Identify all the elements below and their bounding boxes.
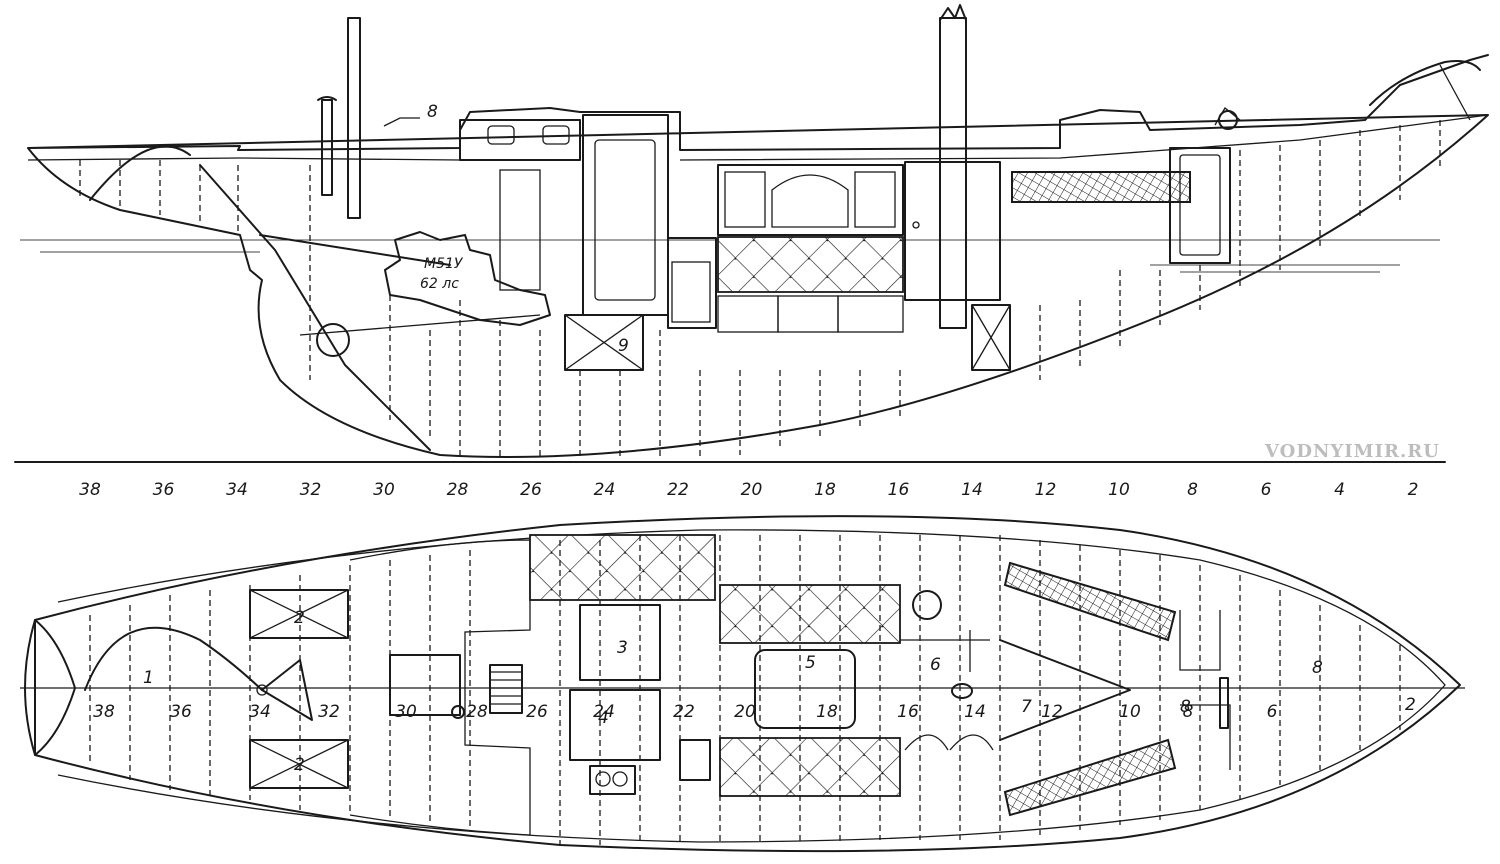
plan-frame-18: 18 (816, 702, 838, 722)
frame-number-10: 10 (1108, 480, 1130, 500)
plan-frame-10: 10 (1119, 702, 1141, 722)
frame-number-16: 16 (888, 480, 910, 500)
plan-frame-12: 12 (1041, 702, 1063, 722)
engine (384, 231, 551, 326)
label-8: 8 (427, 102, 438, 122)
plan-frame-32: 32 (318, 702, 340, 722)
plan-frame-20: 20 (734, 702, 756, 722)
frame-number-30: 30 (373, 480, 395, 500)
plan-label-8-far: 8 (1180, 697, 1191, 717)
label-9: 9 (618, 336, 629, 356)
frame-number-4: 4 (1334, 480, 1345, 500)
frame-number-28: 28 (447, 480, 469, 500)
plan-frame-28: 28 (466, 702, 488, 722)
frame-number-38: 38 (79, 480, 101, 500)
plan-label-7: 7 (1021, 697, 1032, 717)
plan-frame-36: 36 (170, 702, 192, 722)
plan-frame-24: 24 (593, 702, 615, 722)
plan-frame-14: 14 (964, 702, 986, 722)
plan-frame-16: 16 (897, 702, 919, 722)
engine-power-label: 62 лс (420, 276, 459, 292)
frame-number-6: 6 (1261, 480, 1272, 500)
frame-scale: 38 36 34 32 30 28 26 24 22 20 18 16 14 12 10 8 6 4 2 (14, 461, 1446, 500)
plan-label-4: 4 (598, 708, 609, 728)
side-profile: 8 9 М51У 62 лс (20, 4, 1489, 460)
plan-frame-8: 8 (1183, 702, 1194, 722)
plan-frame-38: 38 (93, 702, 115, 722)
mizzen-mast (347, 17, 361, 219)
plan-label-1: 1 (143, 668, 154, 688)
main-mast (939, 17, 967, 329)
plan-label-8-right: 8 (1312, 658, 1323, 678)
plan-view: 1 2 2 3 4 5 6 7 8 8 2 38 36 34 32 30 28 26 24 22… (20, 515, 1465, 853)
frame-number-34: 34 (226, 480, 248, 500)
plan-label-3: 3 (617, 638, 628, 658)
plan-label-6: 6 (930, 655, 941, 675)
engine-model-label: М51У (424, 256, 464, 272)
frame-number-24: 24 (594, 480, 616, 500)
frame-number-20: 20 (741, 480, 763, 500)
plan-label-2-top: 2 (294, 608, 305, 628)
frame-number-36: 36 (153, 480, 175, 500)
tank-box (564, 314, 644, 371)
frame-number-8: 8 (1187, 480, 1198, 500)
frame-number-32: 32 (300, 480, 322, 500)
frame-number-12: 12 (1035, 480, 1057, 500)
watermark: VODNYIMIR.RU (1264, 441, 1440, 462)
plan-label-2-bow: 2 (1405, 695, 1416, 715)
plan-frame-6: 6 (1267, 702, 1278, 722)
frame-number-2: 2 (1408, 480, 1419, 500)
frame-number-18: 18 (814, 480, 836, 500)
plan-hull-outline (34, 515, 1461, 853)
plan-frame-34: 34 (249, 702, 271, 722)
frame-number-22: 22 (667, 480, 689, 500)
plan-label-2-bottom: 2 (294, 755, 305, 775)
frame-number-14: 14 (961, 480, 983, 500)
frame-number-26: 26 (520, 480, 542, 500)
plan-label-5: 5 (805, 653, 816, 673)
plan-frame-22: 22 (673, 702, 695, 722)
plan-frame-26: 26 (526, 702, 548, 722)
plan-frame-30: 30 (395, 702, 417, 722)
